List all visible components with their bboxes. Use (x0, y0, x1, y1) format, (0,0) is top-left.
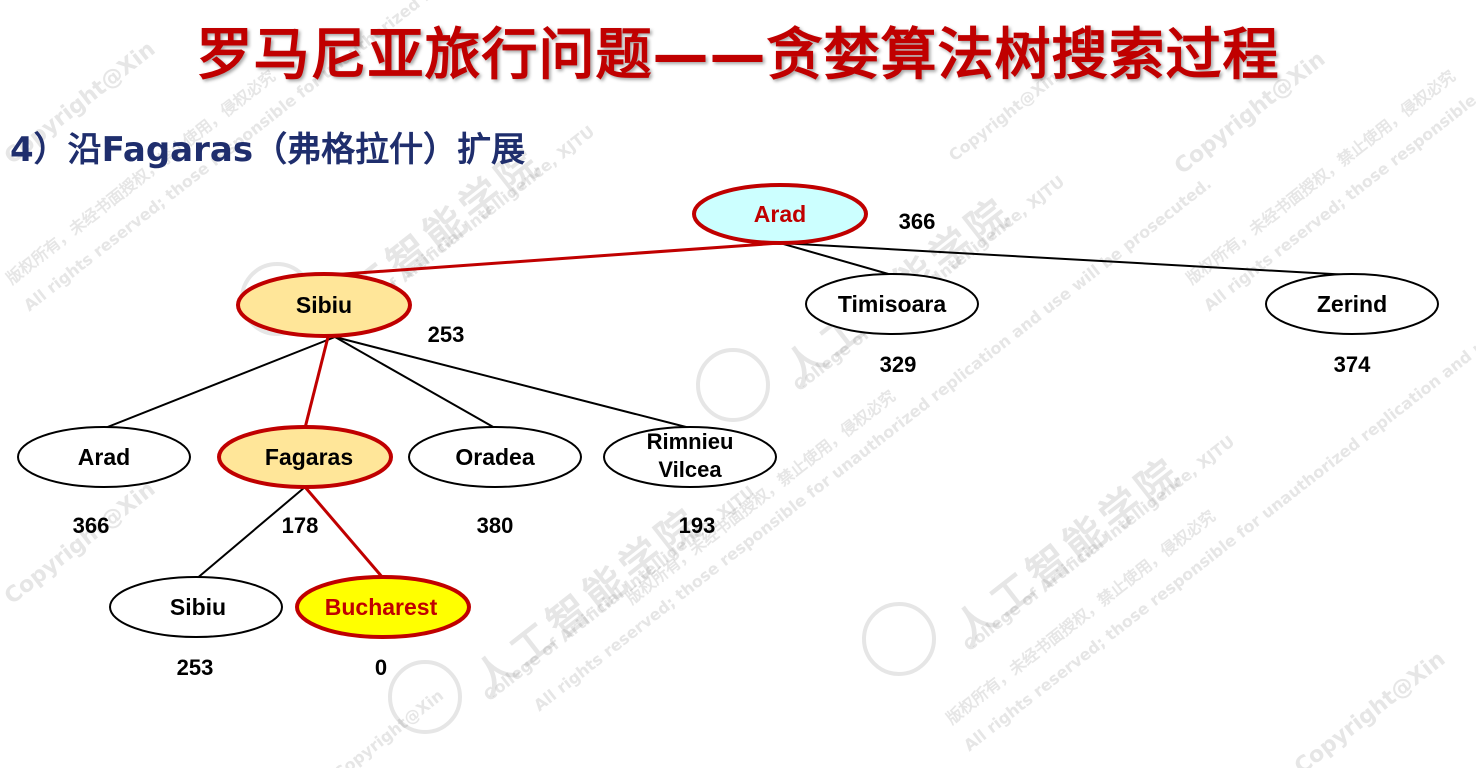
node-timisoara-h: 329 (880, 352, 917, 377)
edge-fagaras-sibiu (194, 486, 306, 581)
node-sibiu-leaf (109, 576, 283, 638)
node-sibiu-leaf-h: 253 (177, 655, 214, 680)
node-zerind-label: Zerind (1317, 291, 1387, 317)
edge-arad-timisoara (779, 242, 893, 276)
node-rimnieu-label-2: Vilcea (658, 457, 722, 482)
node-fagaras-label: Fagaras (265, 444, 353, 470)
edge-fagaras-bucharest (303, 486, 385, 579)
node-timisoara (805, 273, 979, 335)
edge-arad-zerind (779, 242, 1351, 276)
node-zerind (1265, 273, 1439, 335)
node-arad-root-label: Arad (754, 201, 806, 227)
node-oradea (408, 426, 582, 488)
edge-sibiu-fagaras (303, 336, 330, 429)
node-timisoara-label: Timisoara (838, 291, 946, 317)
node-sibiu-label: Sibiu (296, 292, 352, 318)
node-oradea-h: 380 (477, 513, 514, 538)
page-title: 罗马尼亚旅行问题——贪婪算法树搜索过程 (196, 23, 1280, 88)
node-bucharest-label: Bucharest (325, 594, 438, 620)
node-arad-root-h: 366 (899, 209, 936, 234)
node-sibiu-h: 253 (428, 322, 465, 347)
node-arad-h: 366 (73, 513, 110, 538)
edge-sibiu-rimnieu (334, 336, 691, 429)
node-fagaras-h: 178 (282, 513, 319, 538)
edge-sibiu-arad (104, 336, 336, 429)
node-arad-label: Arad (78, 444, 130, 470)
node-sibiu-leaf-label: Sibiu (170, 594, 226, 620)
node-oradea-label: Oradea (455, 444, 534, 470)
node-zerind-h: 374 (1334, 352, 1371, 377)
node-arad-root (692, 183, 868, 245)
step-subtitle: 4）沿Fagaras（弗格拉什）扩展 (10, 130, 526, 170)
node-bucharest-h: 0 (375, 655, 387, 680)
node-arad (17, 426, 191, 488)
node-fagaras (217, 425, 393, 489)
node-sibiu (236, 272, 412, 338)
node-rimnieu-h: 193 (679, 513, 716, 538)
node-bucharest-goal (295, 575, 471, 639)
node-rimnieu-vilcea (603, 426, 777, 488)
edge-sibiu-oradea (334, 336, 496, 429)
node-rimnieu-label-1: Rimnieu (647, 429, 734, 454)
edge-arad-sibiu (329, 241, 781, 277)
